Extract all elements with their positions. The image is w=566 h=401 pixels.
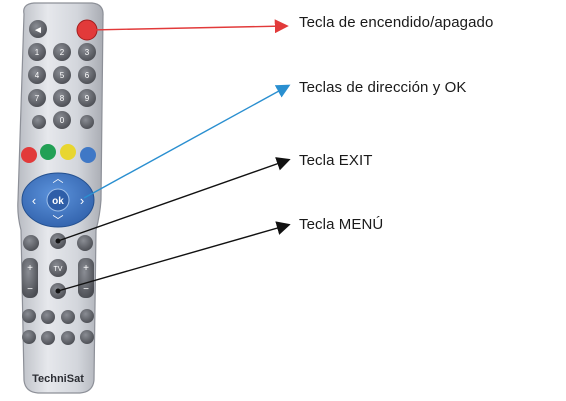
digit-label: 0 — [60, 116, 65, 125]
power-key-label: Tecla de encendido/apagado — [299, 14, 494, 31]
brand-logo: TechniSat — [32, 373, 84, 385]
up-arrow-icon[interactable]: ︿ — [53, 173, 64, 185]
digit-button[interactable] — [53, 111, 71, 129]
digit-button[interactable] — [28, 89, 46, 107]
power-arrow — [89, 19, 289, 34]
ok-label: ok — [52, 196, 64, 207]
volume-down-icon: − — [27, 284, 33, 295]
menu-key-label: Tecla MENÚ — [299, 216, 384, 233]
digit-button[interactable] — [53, 66, 71, 84]
bottom-key-4[interactable] — [80, 309, 94, 323]
digit-label: 1 — [35, 48, 40, 57]
yellow-key[interactable] — [60, 144, 76, 160]
exit-arrow — [57, 157, 291, 242]
volume-rocker[interactable] — [22, 258, 38, 298]
bottom-key-3[interactable] — [61, 310, 75, 324]
program-up-icon: + — [83, 263, 89, 274]
green-key[interactable] — [40, 144, 56, 160]
menu-arrow — [57, 221, 291, 292]
mute-icon: ◄ — [33, 25, 43, 36]
tv-label: TV — [54, 266, 63, 273]
bottom-key-8[interactable] — [80, 330, 94, 344]
digit-label: 8 — [60, 94, 65, 103]
direction-keys-label: Teclas de dirección y OK — [299, 79, 467, 96]
digit-label: 4 — [35, 71, 40, 80]
down-arrow-icon[interactable]: ﹀ — [53, 214, 64, 227]
digit-button[interactable] — [53, 43, 71, 61]
digit-label: 3 — [85, 48, 90, 57]
digit-label: 9 — [85, 94, 90, 103]
bottom-key-6[interactable] — [41, 331, 55, 345]
digit-button[interactable] — [78, 66, 96, 84]
left-arrow-icon[interactable]: ‹ — [32, 193, 36, 208]
digit-button[interactable] — [28, 66, 46, 84]
direction-arrow — [83, 84, 291, 199]
bottom-key-7[interactable] — [61, 331, 75, 345]
digit-label: 6 — [85, 71, 90, 80]
av-button[interactable] — [80, 115, 94, 129]
digit-label: 5 — [60, 71, 65, 80]
blue-key[interactable] — [80, 147, 96, 163]
bottom-key-2[interactable] — [41, 310, 55, 324]
right-arrow-icon[interactable]: › — [80, 193, 84, 208]
exit-key-label: Tecla EXIT — [299, 152, 373, 169]
bottom-key-1[interactable] — [22, 309, 36, 323]
volume-up-icon: + — [27, 263, 33, 274]
program-rocker[interactable] — [78, 258, 94, 298]
digit-button[interactable] — [53, 89, 71, 107]
digit-label: 7 — [35, 94, 40, 103]
program-down-icon: − — [83, 284, 89, 295]
tv-button[interactable] — [49, 259, 67, 277]
digit-button[interactable] — [28, 43, 46, 61]
mute-button[interactable] — [29, 20, 47, 38]
digit-button[interactable] — [78, 89, 96, 107]
epg-button[interactable] — [23, 235, 39, 251]
bottom-key-5[interactable] — [22, 330, 36, 344]
digit-label: 2 — [60, 48, 65, 57]
digit-button[interactable] — [78, 43, 96, 61]
opt-button[interactable] — [32, 115, 46, 129]
ok-button[interactable] — [46, 188, 70, 212]
red-key[interactable] — [21, 147, 37, 163]
info-button[interactable] — [77, 235, 93, 251]
